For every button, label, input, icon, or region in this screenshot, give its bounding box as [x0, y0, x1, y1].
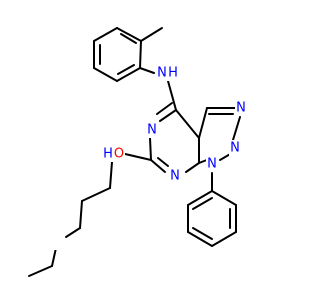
- bond: [192, 197, 213, 210]
- atom-label: N: [207, 157, 217, 172]
- atom-label-background: [52, 234, 64, 250]
- bond: [140, 27, 163, 42]
- bond: [117, 64, 135, 75]
- bond: [198, 107, 208, 139]
- bond: [79, 200, 83, 229]
- bond: [120, 33, 137, 44]
- bond: [93, 67, 118, 82]
- atom-label-background: [167, 65, 179, 81]
- atom-label: H: [103, 147, 113, 162]
- atom-label-background: [169, 168, 181, 184]
- bond: [211, 190, 237, 206]
- bond: [192, 227, 213, 240]
- bond: [139, 67, 155, 74]
- molecule-structure-diagram: N H N N N N N H O: [28, 27, 247, 277]
- bonds: [28, 27, 241, 277]
- atom-label-backgrounds: [52, 65, 247, 250]
- atom-label-background: [229, 140, 241, 156]
- bond: [65, 227, 81, 238]
- bond: [116, 67, 141, 82]
- bond: [232, 116, 241, 141]
- bond: [93, 27, 118, 42]
- atom-label-background: [156, 65, 168, 81]
- bond: [187, 190, 213, 206]
- bond: [81, 187, 111, 202]
- bond: [51, 247, 57, 267]
- bond: [28, 265, 53, 277]
- atom-label: N: [170, 169, 180, 184]
- atom-label-background: [206, 156, 218, 172]
- atom-label: O: [114, 147, 124, 162]
- bond: [187, 231, 213, 247]
- atom-label-background: [235, 100, 247, 116]
- bond: [185, 162, 200, 173]
- atom-label: N: [236, 101, 246, 116]
- bond: [157, 157, 169, 167]
- atom-label: H: [168, 66, 178, 81]
- atom-label: N: [147, 123, 157, 138]
- bond: [167, 80, 177, 111]
- atom-label: N: [157, 66, 167, 81]
- bond: [150, 159, 166, 173]
- bond: [149, 137, 152, 161]
- atom-label-background: [102, 146, 114, 162]
- bond: [139, 40, 142, 69]
- bond: [156, 102, 173, 115]
- bond: [116, 27, 142, 42]
- atom-label: N: [230, 141, 240, 156]
- bond: [109, 161, 113, 189]
- atom-label-background: [113, 146, 125, 162]
- bond: [175, 109, 200, 139]
- bond: [211, 231, 237, 247]
- bond: [124, 153, 152, 161]
- bond: [159, 109, 177, 122]
- atom-label-background: [146, 122, 158, 138]
- atom-labels: N H N N N N N H O: [103, 66, 246, 184]
